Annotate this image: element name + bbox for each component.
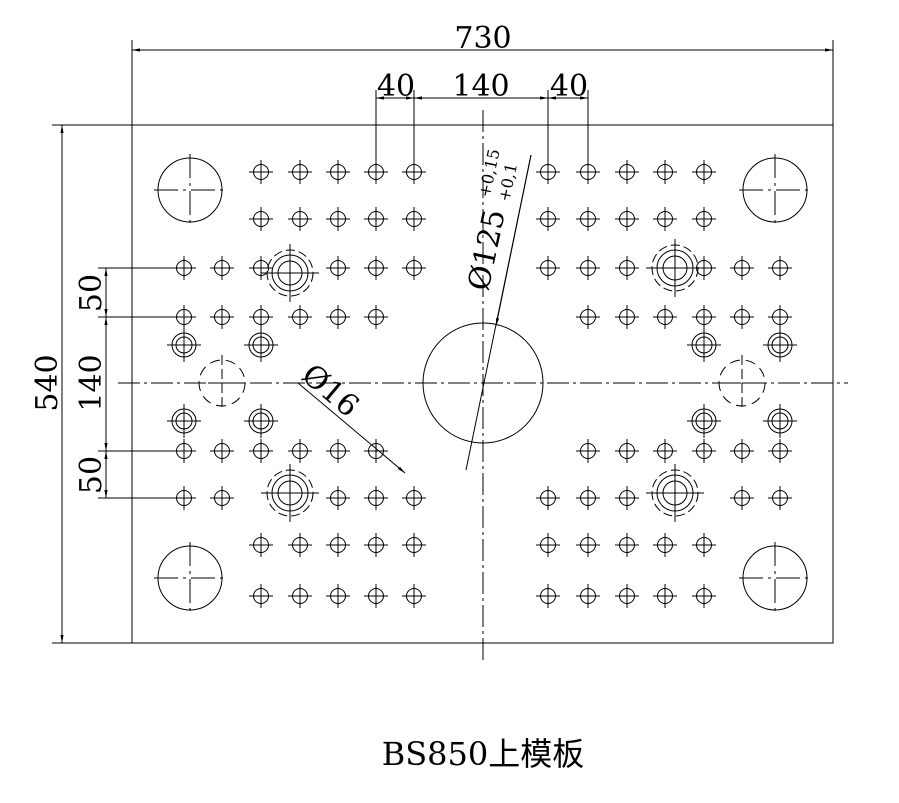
center-bore bbox=[422, 322, 544, 444]
hole-diameter-leader bbox=[297, 382, 406, 474]
dim-140-top: 140 bbox=[452, 69, 509, 104]
dim-40-left: 40 bbox=[377, 69, 415, 104]
hole-diameter-label: Ø16 bbox=[295, 357, 366, 424]
dim-50-lower: 50 bbox=[74, 456, 109, 494]
dim-140-left: 140 bbox=[74, 354, 109, 411]
dim-50-upper: 50 bbox=[74, 274, 109, 312]
dim-40-right: 40 bbox=[550, 69, 588, 104]
dim-540: 540 bbox=[30, 354, 65, 411]
dim-730: 730 bbox=[454, 21, 511, 56]
drawing-title: BS850上模板 bbox=[382, 735, 585, 773]
